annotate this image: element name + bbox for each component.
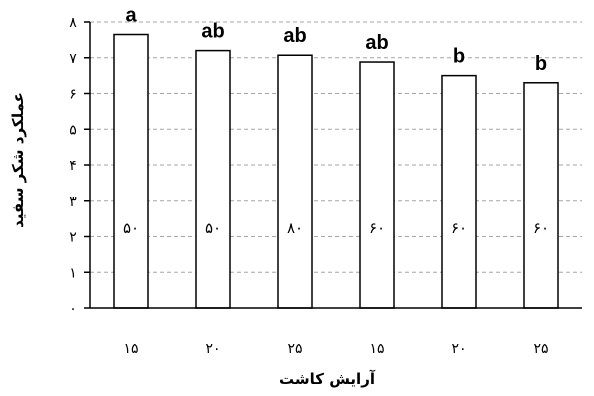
bar-label: ۵۰ <box>123 219 139 237</box>
x-tick-label: ۱۵ <box>123 341 138 357</box>
y-tick-label: ۰ <box>69 301 77 317</box>
y-tick-label: ۸ <box>69 15 77 31</box>
bar-label: ۵۰ <box>205 219 221 237</box>
bars <box>113 33 559 309</box>
y-tick-label: ۲ <box>69 230 77 246</box>
y-tick-label: ۶ <box>69 87 77 103</box>
significance-letter: ab <box>201 21 224 43</box>
axes <box>84 21 582 309</box>
y-tick-label: ۴ <box>69 158 77 174</box>
bar <box>195 49 231 309</box>
bar-label: ۸۰ <box>287 219 303 237</box>
bar-label: ۶۰ <box>369 219 385 237</box>
y-tick-label: ۱ <box>69 265 77 281</box>
bar <box>277 54 313 309</box>
bar <box>441 74 477 309</box>
x-tick-label: ۱۵ <box>369 341 384 357</box>
grid-lines <box>90 21 582 273</box>
bar-labels: ۵۰ ۵۰ ۸۰ ۶۰ ۶۰ ۶۰ <box>123 219 549 237</box>
x-axis-title: آرایش کاشت <box>279 370 376 388</box>
significance-letters: a ab ab ab b b <box>125 5 547 75</box>
y-tick-label: ۳ <box>69 194 77 210</box>
y-tick-label: ۷ <box>69 51 77 67</box>
x-tick-label: ۲۵ <box>533 341 548 357</box>
x-tick-label: ۲۰ <box>451 341 466 357</box>
y-axis-title: عملکرد شکر سفید <box>9 92 27 228</box>
significance-letter: b <box>453 46 465 68</box>
significance-letter: ab <box>365 32 388 54</box>
x-tick-label: ۲۰ <box>205 341 220 357</box>
bar-label: ۶۰ <box>533 219 549 237</box>
significance-letter: ab <box>283 25 306 47</box>
bar <box>113 33 149 309</box>
significance-letter: a <box>125 5 137 27</box>
x-tick-labels: ۱۵ ۲۰ ۲۵ ۱۵ ۲۰ ۲۵ <box>123 341 548 357</box>
bar <box>359 61 395 309</box>
y-tick-labels: ۰ ۱ ۲ ۳ ۴ ۵ ۶ ۷ ۸ <box>69 15 77 317</box>
bar-label: ۶۰ <box>451 219 467 237</box>
bar <box>523 82 559 309</box>
significance-letter: b <box>535 53 547 75</box>
y-tick-label: ۵ <box>69 122 77 138</box>
x-tick-label: ۲۵ <box>287 341 302 357</box>
